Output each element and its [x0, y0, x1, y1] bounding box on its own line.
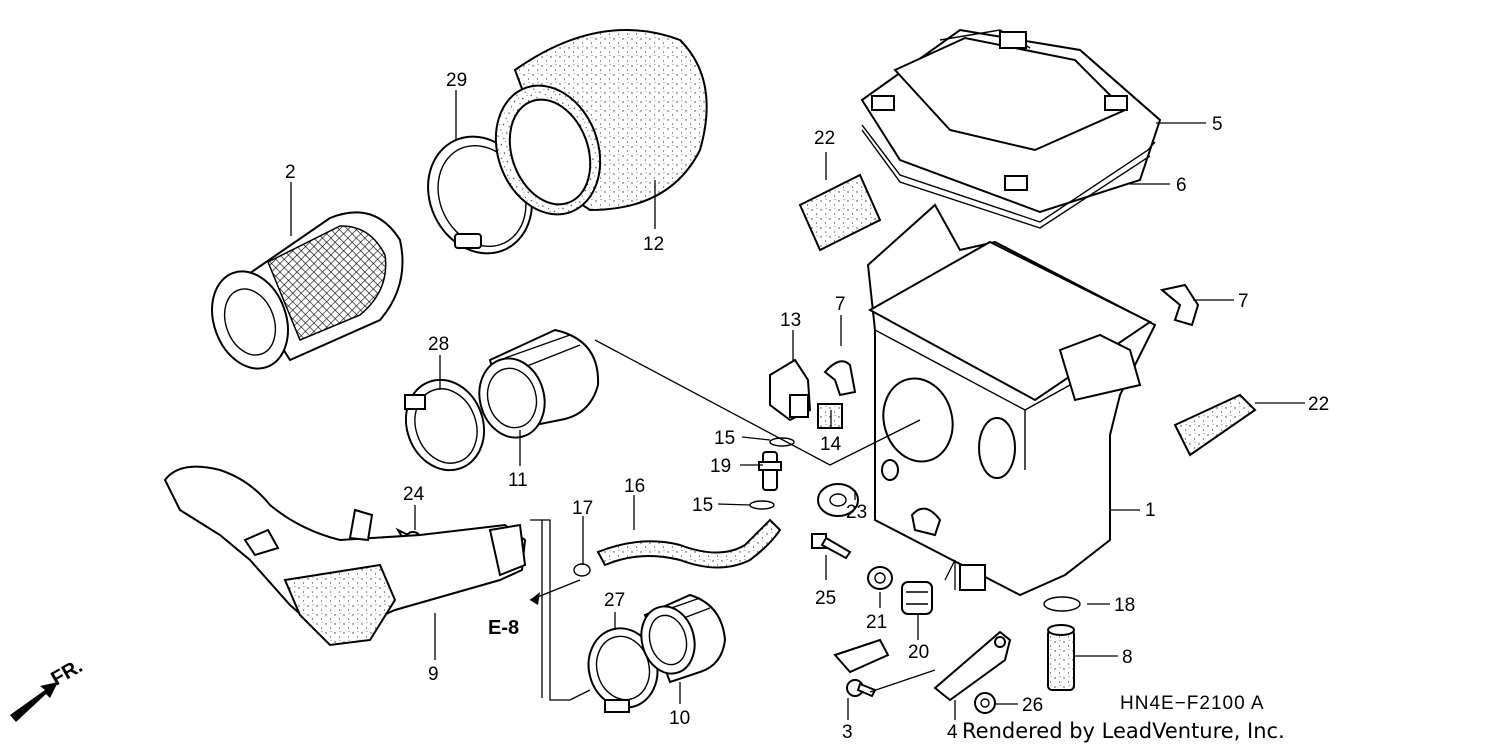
part-22-right-pad — [1173, 393, 1257, 457]
part-12-outer-filter — [494, 29, 708, 216]
callout-15-lower: 15 — [692, 495, 713, 516]
part-25-bolt — [811, 533, 852, 560]
part-6-gasket — [861, 124, 1156, 229]
callout-27: 27 — [604, 590, 625, 611]
callout-13: 13 — [780, 310, 801, 331]
callout-1: 1 — [1145, 500, 1156, 521]
part-11-connecting-tube — [478, 328, 600, 439]
callout-labels: 1 2 3 4 5 6 7 7 8 9 10 11 12 13 14 15 15… — [285, 70, 1329, 743]
callout-6: 6 — [1176, 175, 1187, 196]
part-15-upper-clip — [769, 437, 795, 447]
part-14-block — [817, 403, 843, 429]
callout-20: 20 — [908, 642, 929, 663]
part-9-air-duct — [163, 465, 527, 647]
part-2-filter-element — [211, 211, 404, 370]
part-1-air-cleaner-case — [866, 203, 1157, 597]
callout-26: 26 — [1022, 695, 1043, 716]
callout-19: 19 — [710, 456, 731, 477]
callout-4: 4 — [947, 722, 958, 743]
part-5-air-box-cover — [860, 28, 1162, 214]
diagram-code: HN4E−F2100 A — [1120, 693, 1265, 714]
part-28-band — [404, 378, 486, 472]
callout-16: 16 — [624, 476, 645, 497]
part-16-tube — [596, 518, 782, 569]
callout-24: 24 — [403, 484, 425, 505]
callout-11: 11 — [508, 470, 528, 491]
part-23-grommet — [817, 483, 859, 517]
part-4-stay — [933, 630, 1012, 702]
callout-7-right: 7 — [1238, 291, 1249, 312]
front-direction-arrow-icon — [10, 682, 58, 722]
part-21-collar — [867, 566, 893, 590]
part-19-plug — [758, 451, 782, 491]
part-7-left-clip — [823, 360, 857, 397]
e8-reference-arrow — [530, 592, 540, 605]
part-20-grommet — [901, 581, 933, 615]
callout-25: 25 — [815, 588, 836, 609]
callout-18: 18 — [1114, 595, 1135, 616]
callout-8: 8 — [1122, 647, 1133, 668]
part-18-clip — [1043, 596, 1081, 612]
callout-2: 2 — [285, 162, 296, 183]
callout-10: 10 — [669, 708, 690, 729]
callout-23: 23 — [846, 502, 867, 523]
callout-9: 9 — [428, 664, 439, 685]
part-3-stay — [833, 638, 890, 698]
part-7-right-clip — [1159, 283, 1200, 327]
part-13-joint — [769, 358, 812, 422]
callout-15-upper: 15 — [714, 428, 735, 449]
callout-22-upper: 22 — [814, 128, 835, 149]
callout-17: 17 — [572, 498, 593, 519]
part-26-nut — [974, 692, 996, 714]
callout-14: 14 — [820, 434, 842, 455]
part-10-tube — [640, 593, 727, 684]
callout-12: 12 — [643, 234, 664, 255]
section-reference-e8: E-8 — [488, 617, 519, 639]
part-22-upper-pad — [798, 173, 882, 252]
part-17-clip — [573, 563, 591, 577]
callout-21: 21 — [866, 612, 887, 633]
callout-29: 29 — [446, 70, 467, 91]
callout-28: 28 — [428, 334, 449, 355]
callout-3: 3 — [842, 722, 853, 743]
callout-5: 5 — [1212, 114, 1223, 135]
part-8-drain-tube — [1047, 624, 1075, 691]
part-15-lower-clip — [749, 500, 775, 510]
callout-7-left: 7 — [835, 294, 846, 315]
leader-lines — [290, 90, 1305, 720]
callout-22-right: 22 — [1308, 394, 1329, 415]
render-credit: Rendered by LeadVenture, Inc. — [962, 719, 1285, 743]
part-27-band — [587, 627, 659, 713]
